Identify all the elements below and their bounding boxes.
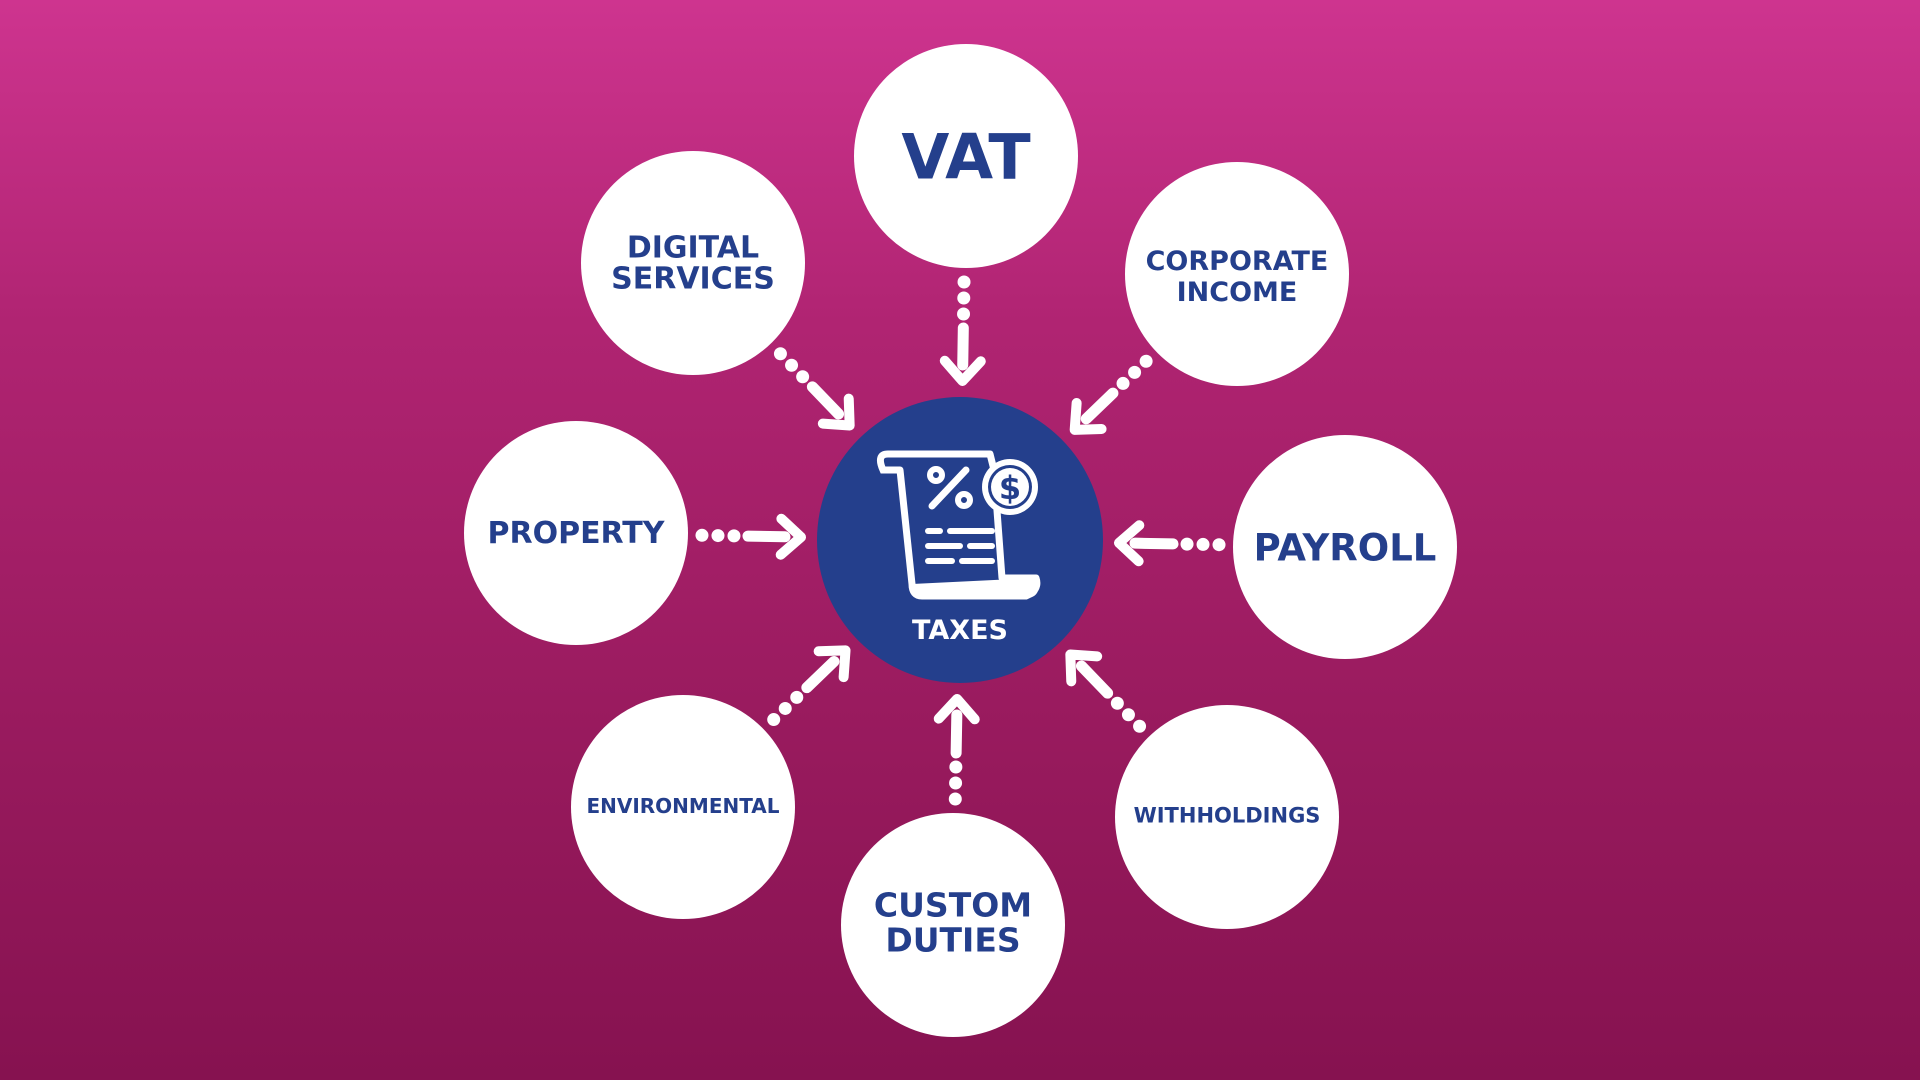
- node-environmental: ENVIRONMENTAL: [571, 695, 795, 919]
- arrows-layer: [695, 275, 1226, 806]
- arrow-shaft: [1129, 537, 1179, 550]
- arrow-dot: [711, 529, 725, 543]
- arrow-property: [695, 513, 807, 560]
- arrow-dot: [1196, 537, 1210, 551]
- arrow-dot: [1133, 719, 1147, 733]
- arrow-payroll: [1113, 520, 1226, 567]
- arrow-corporate-income: [1069, 354, 1153, 435]
- node-vat: VAT: [854, 44, 1078, 268]
- arrow-shaft: [742, 530, 791, 543]
- label-line: SERVICES: [611, 261, 775, 296]
- arrow-shaft: [957, 322, 969, 371]
- label-line: PROPERTY: [487, 516, 665, 551]
- percent-icon: [927, 466, 973, 510]
- arrow-head: [939, 355, 986, 387]
- label-line: DIGITAL: [627, 230, 759, 265]
- arrow-dot: [949, 776, 963, 790]
- label-line: CORPORATE: [1146, 246, 1329, 277]
- arrow-dot: [785, 358, 799, 372]
- arrow-dot: [778, 701, 792, 715]
- node-vat-label: VAT: [901, 120, 1030, 193]
- arrow-dot: [773, 347, 787, 361]
- arrow-dot: [1121, 708, 1135, 722]
- arrow-environmental: [767, 645, 851, 727]
- arrow-shaft: [801, 655, 840, 694]
- arrow-head: [817, 393, 855, 431]
- label-line: DUTIES: [885, 920, 1020, 959]
- arrow-head: [775, 513, 807, 560]
- dollar-coin-icon: $: [982, 459, 1038, 515]
- arrow-head: [1065, 649, 1103, 687]
- node-withholdings-label: WITHHOLDINGS: [1134, 804, 1321, 828]
- node-environmental-label: ENVIRONMENTAL: [586, 794, 779, 818]
- center-node: $ TAXES: [817, 397, 1103, 683]
- arrow-head: [1069, 398, 1107, 435]
- arrow-dot: [727, 529, 741, 543]
- arrow-dot: [1128, 365, 1142, 379]
- label-line: ENVIRONMENTAL: [586, 794, 779, 818]
- node-payroll: PAYROLL: [1233, 435, 1457, 659]
- label-line: PAYROLL: [1254, 526, 1437, 569]
- arrow-head: [813, 645, 851, 683]
- label-line: CUSTOM: [874, 885, 1032, 924]
- arrow-dot: [1139, 354, 1153, 368]
- arrow-dot: [796, 370, 810, 384]
- arrow-withholdings: [1065, 649, 1147, 733]
- arrow-shaft: [806, 381, 845, 420]
- arrow-dot: [767, 713, 781, 727]
- arrow-shaft: [1075, 660, 1114, 699]
- arrow-head: [1113, 520, 1145, 567]
- node-property-label: PROPERTY: [487, 516, 665, 551]
- label-line: WITHHOLDINGS: [1134, 804, 1321, 828]
- arrow-shaft: [1080, 387, 1119, 425]
- arrow-dot: [949, 760, 963, 774]
- tax-document-icon: $: [876, 450, 1041, 600]
- arrow-dot: [957, 291, 971, 305]
- arrow-dot: [790, 690, 804, 704]
- node-property: PROPERTY: [464, 421, 688, 645]
- arrow-dot: [695, 528, 709, 542]
- arrow-dot: [1110, 696, 1124, 710]
- node-withholdings: WITHHOLDINGS: [1115, 705, 1339, 929]
- center-label: TAXES: [912, 615, 1008, 646]
- svg-text:$: $: [999, 469, 1021, 507]
- arrow-dot: [957, 275, 971, 289]
- label-line: VAT: [901, 120, 1030, 193]
- arrow-head: [933, 693, 980, 725]
- arrow-dot: [1212, 538, 1226, 552]
- arrow-dot: [948, 792, 962, 806]
- label-line: INCOME: [1177, 277, 1298, 308]
- arrow-shaft: [950, 709, 963, 759]
- arrow-custom-duties: [933, 693, 980, 806]
- document-lines: [925, 528, 995, 564]
- arrow-vat: [939, 275, 986, 387]
- node-payroll-label: PAYROLL: [1254, 526, 1437, 569]
- arrow-dot: [1116, 376, 1130, 390]
- arrow-dot: [957, 307, 971, 321]
- arrow-dot: [1180, 537, 1194, 551]
- arrow-digital-services: [773, 347, 855, 431]
